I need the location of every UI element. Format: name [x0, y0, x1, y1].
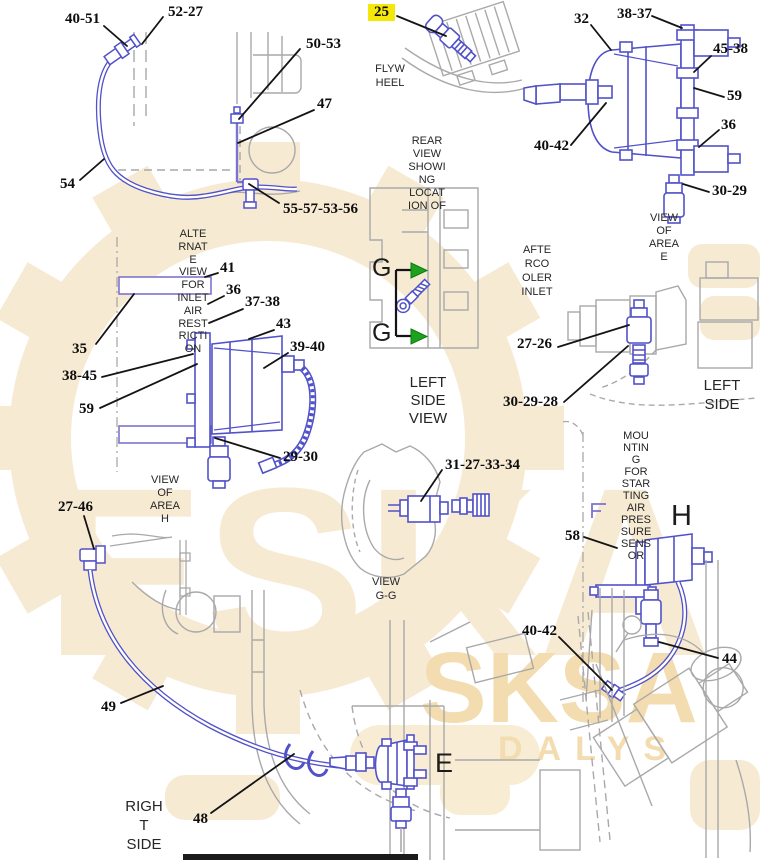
callout-36-11[interactable]: 36: [721, 117, 736, 133]
callout-38-45-20[interactable]: 38-45: [62, 368, 97, 384]
callout-29-30-22[interactable]: 29-30: [283, 449, 318, 465]
callout-58-27[interactable]: 58: [565, 528, 580, 544]
callout-44-29[interactable]: 44: [722, 651, 737, 667]
callout-41-14[interactable]: 41: [220, 260, 235, 276]
callout-38-37-8[interactable]: 38-37: [617, 6, 652, 22]
callout-27-46-26[interactable]: 27-46: [58, 499, 93, 515]
callout-37-38-16[interactable]: 37-38: [245, 294, 280, 310]
callout-36-15[interactable]: 36: [226, 282, 241, 298]
section-letter-E-3: E: [435, 748, 454, 778]
callout-49-30[interactable]: 49: [101, 699, 116, 715]
callout-47-3[interactable]: 47: [317, 96, 332, 112]
callout-39-40-18[interactable]: 39-40: [290, 339, 325, 355]
callout-25-6[interactable]: 25: [368, 4, 395, 21]
callout-43-17[interactable]: 43: [276, 316, 291, 332]
callout-30-29-13[interactable]: 30-29: [712, 183, 747, 199]
callout-32-7[interactable]: 32: [574, 11, 589, 27]
section-letter-G-1: G: [372, 319, 392, 347]
callout-45-38-9[interactable]: 45-38: [713, 41, 748, 57]
callout-48-31[interactable]: 48: [193, 811, 208, 827]
callout-40-42-12[interactable]: 40-42: [534, 138, 569, 154]
callout-31-27-33-34-25[interactable]: 31-27-33-34: [445, 457, 520, 473]
callout-50-53-2[interactable]: 50-53: [306, 36, 341, 52]
callout-40-51-0[interactable]: 40-51: [65, 11, 100, 27]
section-letter-H-2: H: [671, 500, 692, 532]
callout-30-29-28-24[interactable]: 30-29-28: [503, 394, 558, 410]
callout-59-10[interactable]: 59: [727, 88, 742, 104]
callout-27-26-23[interactable]: 27-26: [517, 336, 552, 352]
section-letter-G-0: G: [372, 254, 392, 282]
callout-59-21[interactable]: 59: [79, 401, 94, 417]
callout-54-4[interactable]: 54: [60, 176, 75, 192]
callout-55-57-53-56-5[interactable]: 55-57-53-56: [283, 201, 358, 217]
page-edge-bar: [183, 854, 418, 860]
callout-52-27-1[interactable]: 52-27: [168, 4, 203, 20]
callout-35-19[interactable]: 35: [72, 341, 87, 357]
callout-40-42-28[interactable]: 40-42: [522, 623, 557, 639]
